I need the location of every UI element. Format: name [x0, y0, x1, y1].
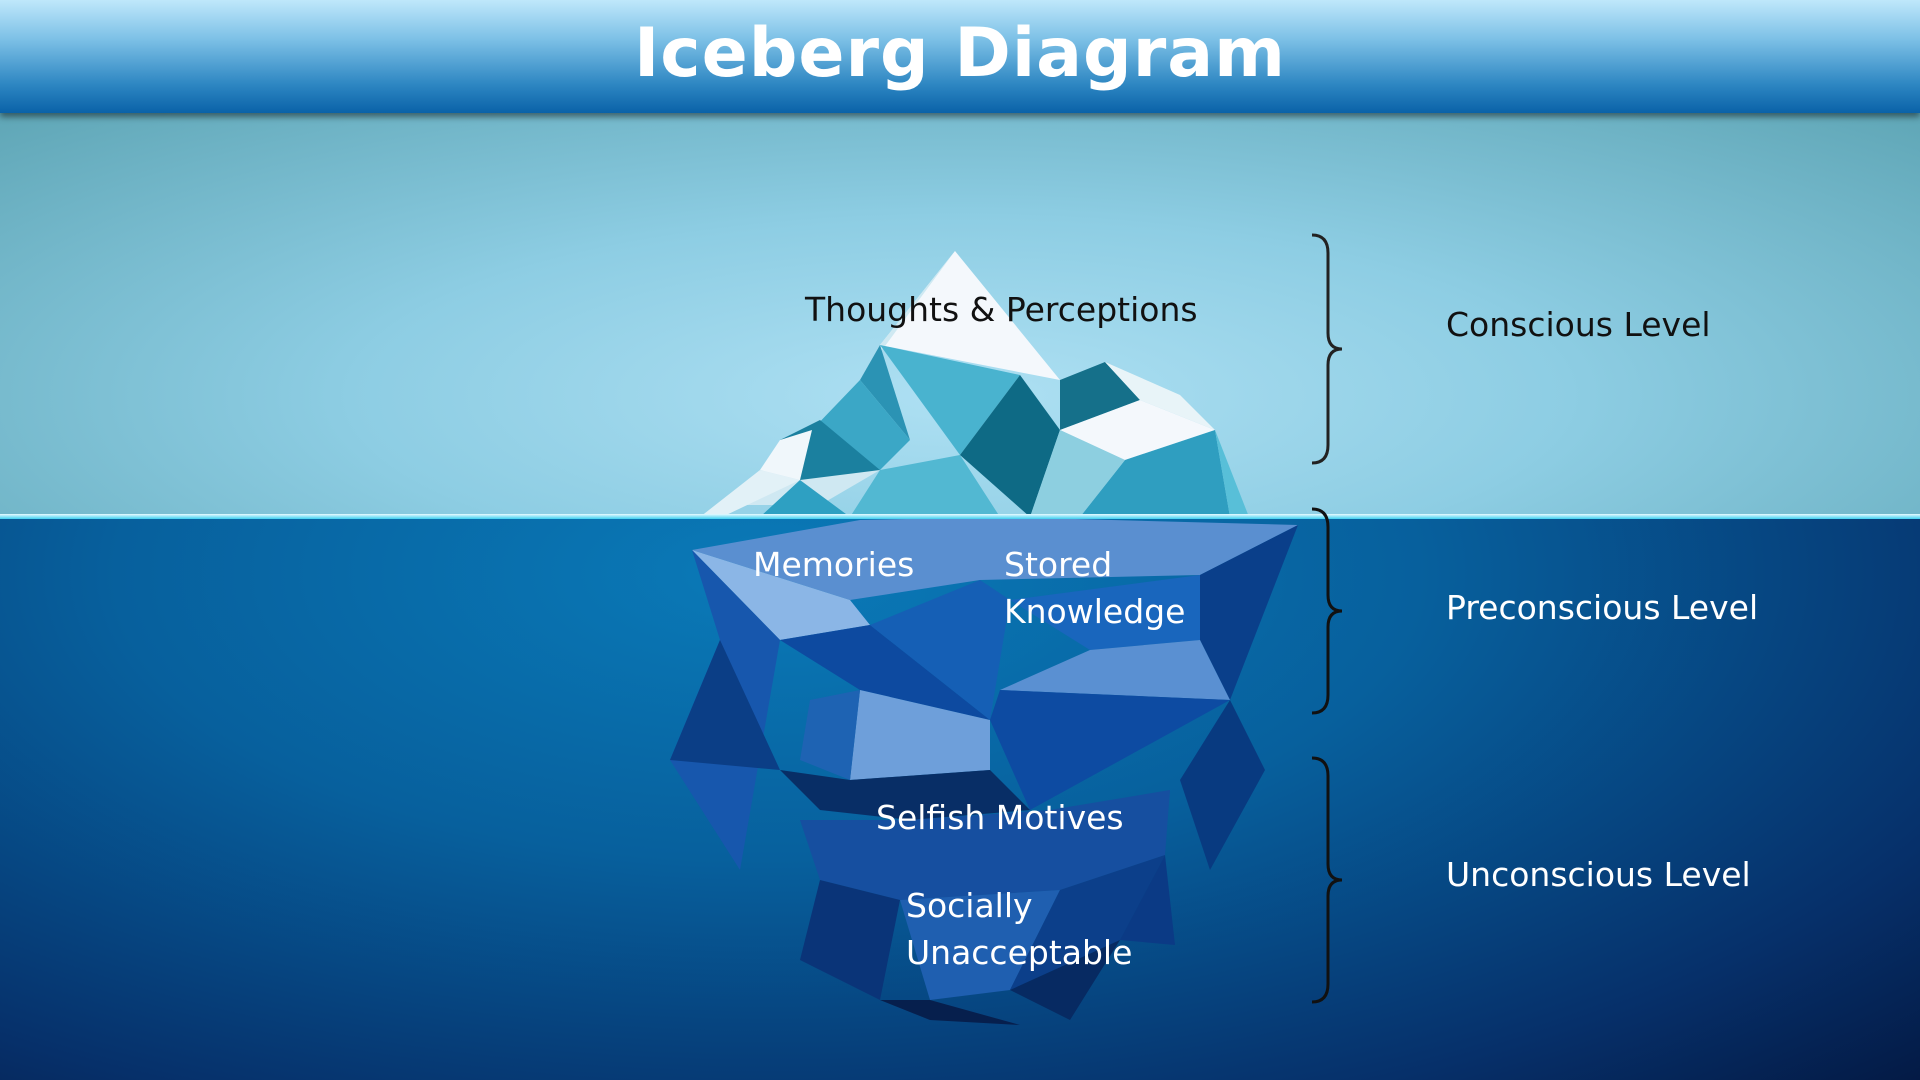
brace-preconscious	[1311, 507, 1343, 715]
level-conscious: Conscious Level	[1446, 305, 1711, 344]
label-knowledge: Knowledge	[1004, 592, 1186, 631]
level-unconscious: Unconscious Level	[1446, 855, 1751, 894]
waterline	[0, 514, 1920, 519]
label-stored: Stored	[1004, 545, 1113, 584]
level-preconscious: Preconscious Level	[1446, 588, 1759, 627]
label-thoughts-perceptions: Thoughts & Perceptions	[805, 290, 1198, 329]
label-memories: Memories	[753, 545, 915, 584]
brace-conscious	[1311, 233, 1343, 465]
label-socially: Socially	[906, 886, 1033, 925]
iceberg-above-water	[700, 251, 1249, 517]
brace-unconscious	[1311, 756, 1343, 1004]
label-unacceptable: Unacceptable	[906, 933, 1133, 972]
label-selfish-motives: Selfish Motives	[876, 798, 1124, 837]
iceberg-below-water	[670, 517, 1298, 1025]
header-bar: Iceberg Diagram	[0, 0, 1920, 113]
page-title: Iceberg Diagram	[633, 14, 1286, 93]
